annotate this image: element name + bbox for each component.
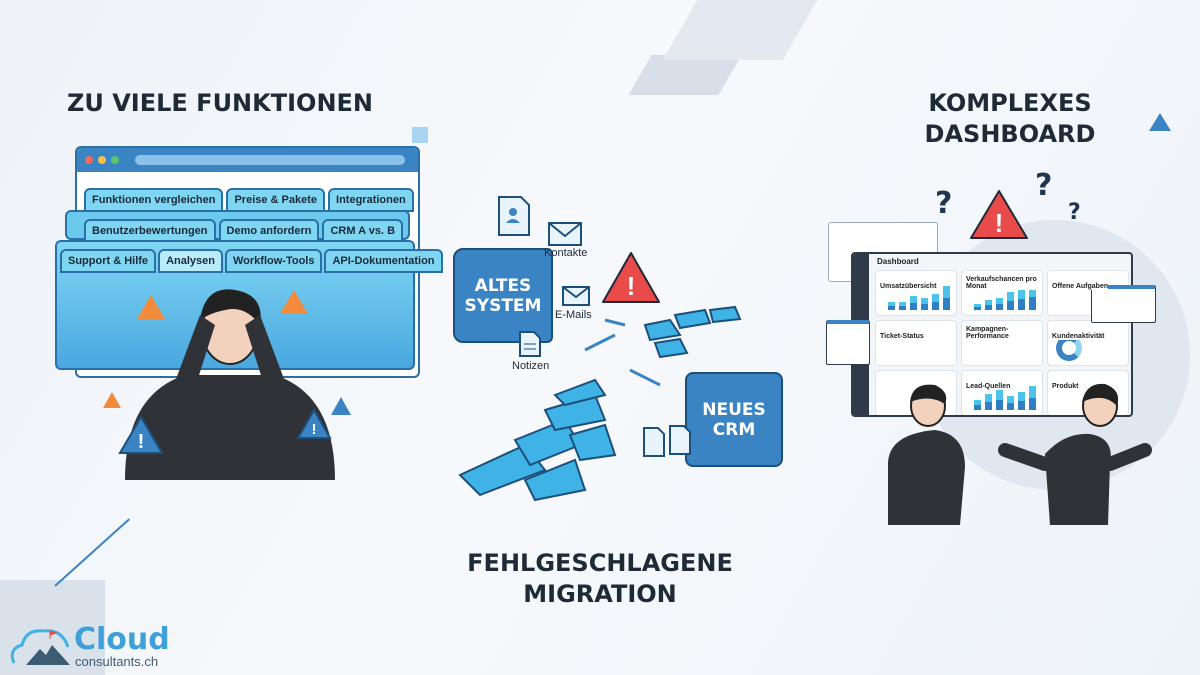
- tab-support-hilfe[interactable]: Support & Hilfe: [60, 249, 157, 273]
- panel-title: Ticket-Status: [880, 333, 924, 340]
- tab-row-3: Support & Hilfe Analysen Workflow-Tools …: [60, 249, 443, 273]
- bg-shape: [662, 0, 818, 60]
- bar: [932, 294, 939, 310]
- bar: [910, 296, 917, 310]
- dashboard-panel: Ticket-Status: [875, 320, 957, 366]
- mail-icon: [548, 222, 582, 246]
- new-crm-label: NEUES CRM: [702, 399, 766, 440]
- tab-crm-a-vs-b[interactable]: CRM A vs. B: [322, 219, 404, 243]
- bar: [1018, 392, 1025, 410]
- panel-title: Produkt: [1052, 383, 1079, 390]
- label-emails: E-Mails: [555, 309, 592, 321]
- left-section-title: ZU VIELE FUNKTIONEN: [66, 89, 374, 117]
- tab-analysen[interactable]: Analysen: [158, 249, 223, 273]
- warning-icon: !: [118, 415, 164, 454]
- question-mark-icon: ?: [935, 186, 953, 221]
- bottom-section-title: FEHLGESCHLAGENE MIGRATION: [440, 548, 760, 610]
- tab-benutzerbewertungen[interactable]: Benutzerbewertungen: [84, 219, 216, 243]
- popup-window: [826, 320, 870, 365]
- bar: [943, 286, 950, 310]
- popup-window: [1091, 285, 1156, 323]
- dashboard-title: Dashboard: [877, 257, 919, 266]
- bar: [985, 300, 992, 310]
- old-system-label: ALTES SYSTEM: [464, 275, 542, 316]
- tab-funktionen-vergleichen[interactable]: Funktionen vergleichen: [84, 188, 224, 212]
- documents-icon: [643, 425, 691, 457]
- bg-line: [54, 518, 130, 587]
- minimize-dot: [98, 156, 106, 164]
- svg-text:!: !: [138, 431, 145, 453]
- bar: [1029, 284, 1036, 310]
- panel-title: Lead-Quellen: [966, 383, 1011, 390]
- logo-subtitle: consultants.ch: [75, 654, 159, 669]
- tab-workflow-tools[interactable]: Workflow-Tools: [224, 249, 323, 273]
- close-dot: [85, 156, 93, 164]
- tab-api-dokumentation[interactable]: API-Dokumentation: [324, 249, 443, 273]
- tab-row-2: Benutzerbewertungen Demo anfordern CRM A…: [84, 219, 404, 243]
- bar: [1018, 288, 1025, 310]
- triangle-decoration: [1149, 113, 1171, 131]
- svg-text:!: !: [312, 421, 317, 438]
- broken-bridge-illustration: [458, 305, 742, 502]
- bottom-title-line2: MIGRATION: [523, 580, 677, 609]
- note-document-icon: [519, 331, 541, 357]
- bar: [1029, 386, 1036, 410]
- warning-icon: [103, 392, 121, 408]
- panel-title: Offene Aufgaben: [1052, 283, 1109, 290]
- bar: [1007, 292, 1014, 310]
- contact-document-icon: [498, 196, 530, 236]
- bar: [996, 390, 1003, 410]
- panel-title: Verkaufschancen pro Monat: [966, 276, 1038, 290]
- question-mark-icon: ?: [1035, 168, 1053, 203]
- confused-people-illustration: [888, 383, 1152, 525]
- bar: [888, 302, 895, 310]
- old-system-box: ALTES SYSTEM: [453, 248, 553, 343]
- panel-title: Kundenaktivität: [1052, 333, 1105, 340]
- bar: [985, 394, 992, 410]
- warning-icon: [137, 295, 165, 319]
- warning-icon: [280, 290, 308, 314]
- mail-icon: [562, 286, 590, 306]
- dashboard-panel: Kampagnen-Performance: [961, 320, 1043, 366]
- tab-demo-anfordern[interactable]: Demo anfordern: [218, 219, 320, 243]
- dashboard-panel: Lead-Quellen: [961, 370, 1043, 415]
- right-section-title: KOMPLEXES DASHBOARD: [880, 88, 1140, 150]
- question-mark-icon: ?: [1068, 200, 1081, 225]
- address-bar: [135, 155, 405, 165]
- bar: [899, 302, 906, 310]
- bottom-title-line1: FEHLGESCHLAGENE: [467, 549, 733, 577]
- bar: [974, 304, 981, 310]
- maximize-dot: [111, 156, 119, 164]
- warning-icon: !: [602, 252, 660, 303]
- tab-preise-pakete[interactable]: Preise & Pakete: [226, 188, 326, 212]
- dashboard-panel: Umsatzübersicht: [875, 270, 957, 316]
- svg-text:!: !: [995, 208, 1004, 238]
- bg-square: [412, 127, 428, 143]
- bar: [974, 400, 981, 410]
- label-kontakte: Kontakte: [544, 247, 588, 259]
- tab-row-1: Funktionen vergleichen Preise & Pakete I…: [84, 188, 414, 212]
- tab-integrationen[interactable]: Integrationen: [328, 188, 414, 212]
- bar: [996, 298, 1003, 310]
- panel-title: Umsatzübersicht: [880, 283, 937, 290]
- new-crm-box: NEUES CRM: [685, 372, 783, 467]
- right-title-line2: DASHBOARD: [924, 120, 1096, 149]
- svg-text:!: !: [627, 271, 636, 301]
- bar: [921, 298, 928, 310]
- stressed-man-illustration: [125, 289, 335, 480]
- panel-title: Kampagnen-Performance: [966, 326, 1038, 340]
- dashboard-panel: Kundenaktivität: [1047, 320, 1129, 366]
- dashboard-panel: Verkaufschancen pro Monat: [961, 270, 1043, 316]
- bg-shape: [628, 55, 742, 95]
- logo-name: Cloud: [74, 622, 170, 657]
- label-notizen: Notizen: [512, 360, 550, 372]
- bar: [1007, 396, 1014, 410]
- warning-icon: !: [970, 190, 1028, 239]
- right-title-line1: KOMPLEXES: [928, 89, 1092, 117]
- browser-titlebar: [77, 148, 418, 172]
- warning-icon: !: [296, 408, 332, 439]
- cloud-mountain-logo: [10, 629, 70, 665]
- warning-icon: [331, 397, 351, 415]
